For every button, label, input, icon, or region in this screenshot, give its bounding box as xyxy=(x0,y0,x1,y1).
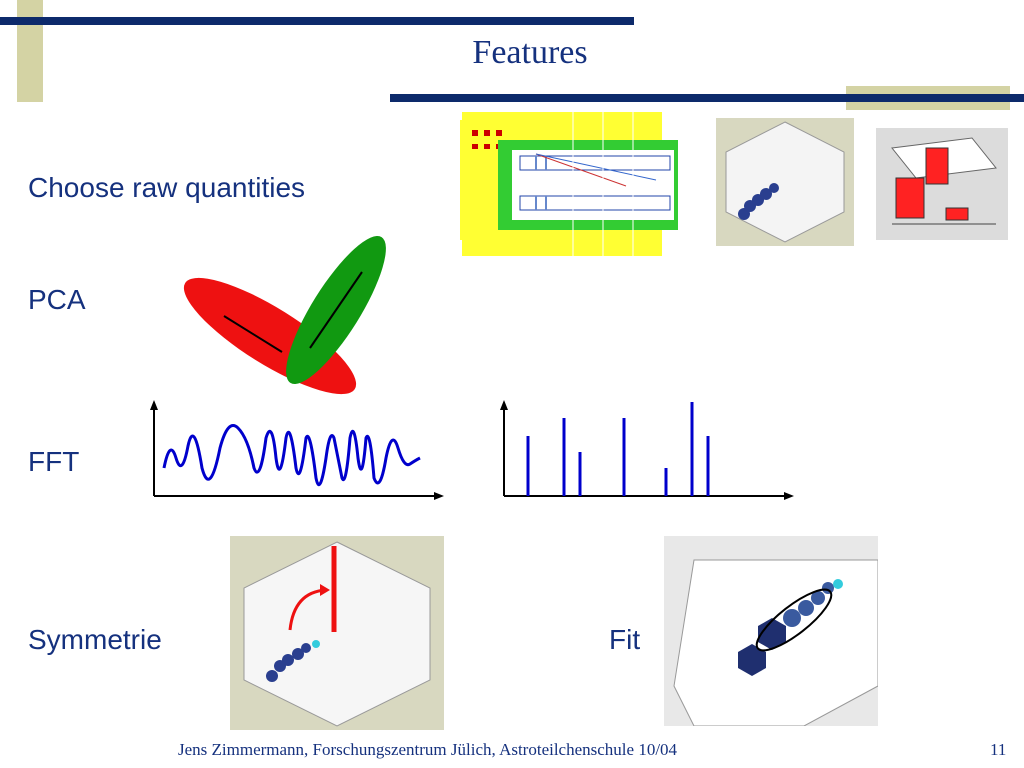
deco-bar-left-vertical xyxy=(17,0,43,102)
fft-spectrum-plot xyxy=(500,400,794,500)
hexagon-camera-image xyxy=(716,118,854,246)
footer-credit: Jens Zimmermann, Forschungszentrum Jülic… xyxy=(178,740,678,759)
deco-bar-right xyxy=(390,94,1024,102)
label-fit: Fit xyxy=(609,624,641,655)
fft-signal-plot xyxy=(150,400,444,500)
label-fft: FFT xyxy=(28,446,80,477)
lego-histogram-image xyxy=(876,128,1008,240)
pca-ellipses-diagram xyxy=(183,235,386,395)
page-number: 11 xyxy=(990,740,1007,759)
hexagon-camera-rotation-image xyxy=(230,536,444,730)
label-symmetrie: Symmetrie xyxy=(28,624,162,655)
label-pca: PCA xyxy=(28,284,86,315)
label-raw-quantities: Choose raw quantities xyxy=(28,172,306,203)
detector-schematic-image xyxy=(460,112,678,256)
hexagon-fit-zoom-image xyxy=(664,536,878,726)
deco-bar-top xyxy=(0,17,634,25)
slide-title: Features xyxy=(472,34,588,71)
